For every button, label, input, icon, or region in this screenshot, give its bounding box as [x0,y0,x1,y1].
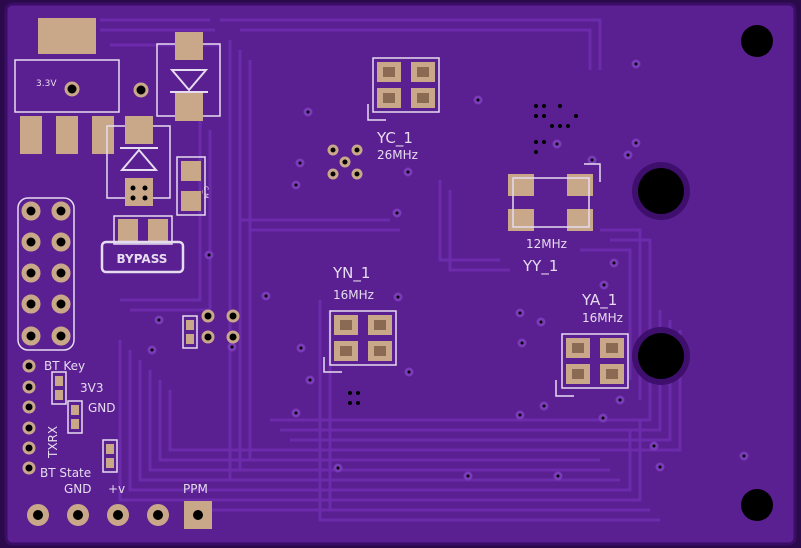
bypass-jumper: BYPASS [100,215,185,274]
mount-hole-bottom [741,489,773,521]
label-bottom-v: +v [108,482,125,496]
mount-hole-top [741,25,773,57]
label-bottom-gnd: GND [64,482,92,496]
via-grid [348,104,578,405]
crystal-yc1 [367,57,440,121]
label-bt-key: BT Key [44,359,85,373]
label-txrx: TXRX [46,426,60,459]
crystal-yc1-vias [327,144,363,180]
bt-jumpers [51,315,198,473]
bypass-label: BYPASS [117,252,168,266]
label-yy1: YY_1 [522,257,558,276]
capacitor-label: C_M [202,186,209,198]
diode-top [133,32,221,121]
label-yc1-freq: 26MHz [377,148,418,162]
crystal-ya1 [555,333,629,397]
label-ya1: YA_1 [581,291,617,310]
regulator-label: 3.3V [36,79,57,89]
label-yy1-freq: 12MHz [526,237,567,251]
label-ppm: PPM [183,482,208,496]
bottom-connector [27,501,212,529]
label-yn1-freq: 16MHz [333,288,374,302]
label-yc1: YC_1 [376,129,413,148]
board-surface [4,2,797,546]
mounting-holes [632,25,773,521]
label-ya1-freq: 16MHz [582,311,623,325]
crystal-yy1 [508,163,601,231]
bt-pins [22,359,36,475]
vias [147,59,749,481]
small-vias-pair [201,309,240,344]
label-gnd-bt: GND [88,401,116,415]
capacitor-cm: C_M [176,156,209,216]
label-bt-state: BT State [40,466,91,480]
label-yn1: YN_1 [332,264,370,283]
crystal-yn1 [323,310,397,373]
diode-bottom [106,116,171,206]
pin-header-2x5 [17,197,75,351]
label-3v3: 3V3 [80,381,103,395]
